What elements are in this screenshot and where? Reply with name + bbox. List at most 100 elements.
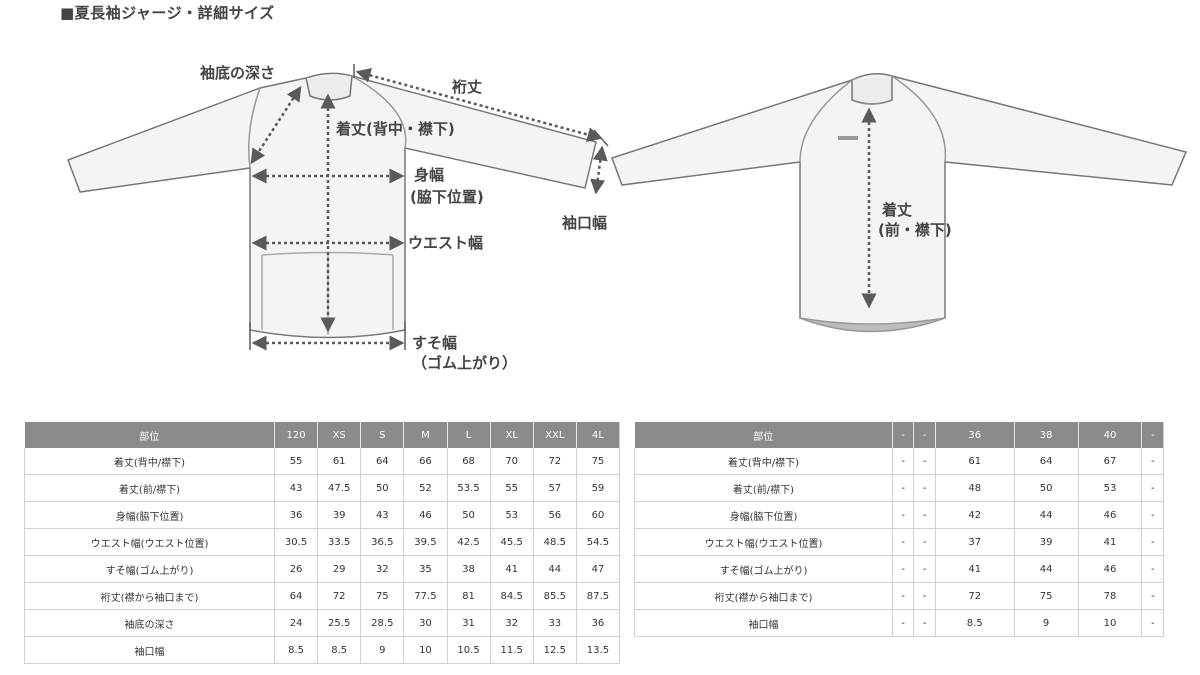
size-value: 67 (1078, 448, 1143, 475)
size-value: 46 (1078, 501, 1143, 529)
size-value: 64 (274, 582, 319, 610)
label-susohaba: すそ幅 (412, 334, 457, 352)
size-value: 56 (533, 501, 577, 529)
size-value: 85.5 (533, 582, 577, 610)
size-value: - (913, 474, 936, 502)
size-value: 10 (403, 636, 448, 664)
size-value: - (913, 448, 936, 475)
size-value: 9 (360, 636, 405, 664)
header-size: M (403, 422, 448, 448)
size-value: - (1141, 528, 1164, 556)
size-value: - (892, 448, 915, 475)
label-sodeguchi: 袖口幅 (562, 214, 607, 232)
page-title: ■夏長袖ジャージ・詳細サイズ (60, 4, 275, 22)
size-value: 53.5 (447, 474, 491, 502)
size-value: - (913, 582, 936, 610)
size-value: 60 (576, 501, 621, 529)
row-label: 裄丈(襟から袖口まで) (24, 582, 275, 610)
size-value: 87.5 (576, 582, 621, 610)
size-value: 50 (447, 501, 491, 529)
size-value: 59 (576, 474, 621, 502)
label-mihaba-sub: (脇下位置) (410, 188, 484, 206)
size-value: 31 (447, 609, 491, 637)
row-label: 袖口幅 (24, 636, 275, 664)
back-measurements (250, 68, 608, 351)
size-value: 9 (1014, 609, 1079, 637)
header-size: XXL (533, 422, 577, 448)
size-value: - (913, 528, 936, 556)
header-size: 4L (576, 422, 621, 448)
row-label: 着丈(背中/襟下) (634, 448, 893, 475)
header-size: 120 (274, 422, 319, 448)
size-value: 10 (1078, 609, 1143, 637)
size-value: 8.5 (274, 636, 319, 664)
size-value: 33.5 (317, 528, 362, 556)
size-value: 36 (576, 609, 621, 637)
row-label: 身幅(脇下位置) (634, 501, 893, 529)
size-value: 8.5 (935, 609, 1015, 637)
size-value: 84.5 (490, 582, 534, 610)
size-value: 72 (317, 582, 362, 610)
size-value: 37 (935, 528, 1015, 556)
header-size: S (360, 422, 405, 448)
size-value: 50 (1014, 474, 1079, 502)
label-kitake-front: 着丈 (881, 201, 912, 219)
size-value: 72 (533, 448, 577, 475)
size-value: 55 (274, 448, 319, 475)
size-value: 45.5 (490, 528, 534, 556)
row-label: 着丈(前/襟下) (24, 474, 275, 502)
size-value: 55 (490, 474, 534, 502)
size-value: 43 (274, 474, 319, 502)
size-value: 64 (1014, 448, 1079, 475)
size-value: 41 (1078, 528, 1143, 556)
header-part: 部位 (24, 422, 275, 448)
size-value: - (913, 609, 936, 637)
size-value: - (1141, 582, 1164, 610)
size-value: 81 (447, 582, 491, 610)
size-value: 47 (576, 555, 621, 583)
size-value: 41 (935, 555, 1015, 583)
size-value: 26 (274, 555, 319, 583)
header-size: 40 (1078, 422, 1143, 448)
jersey-diagram: 袖底の深さ 裄丈 着丈(背中・襟下) 身幅 (脇下位置) ウエスト幅 すそ幅 （… (67, 64, 1188, 372)
size-value: 30 (403, 609, 448, 637)
size-value: 35 (403, 555, 448, 583)
size-value: - (892, 528, 915, 556)
size-value: 39.5 (403, 528, 448, 556)
size-value: - (892, 582, 915, 610)
size-value: 57 (533, 474, 577, 502)
size-value: - (913, 501, 936, 529)
size-value: 12.5 (533, 636, 577, 664)
label-waist: ウエスト幅 (408, 234, 483, 252)
size-value: 53 (490, 501, 534, 529)
jersey-front (611, 73, 1188, 333)
header-size: 36 (935, 422, 1015, 448)
size-value: - (892, 555, 915, 583)
size-value: 47.5 (317, 474, 362, 502)
size-value: 32 (490, 609, 534, 637)
size-value: 42.5 (447, 528, 491, 556)
size-value: 39 (317, 501, 362, 529)
size-value: 48.5 (533, 528, 577, 556)
label-yuki: 裄丈 (451, 78, 482, 96)
size-value: 44 (1014, 501, 1079, 529)
size-value: 24 (274, 609, 319, 637)
size-value: 25.5 (317, 609, 362, 637)
row-label: 袖口幅 (634, 609, 893, 637)
row-label: 裄丈(襟から袖口まで) (634, 582, 893, 610)
row-label: すそ幅(ゴム上がり) (634, 555, 893, 583)
size-value: 36.5 (360, 528, 405, 556)
size-value: 75 (1014, 582, 1079, 610)
row-label: 身幅(脇下位置) (24, 501, 275, 529)
